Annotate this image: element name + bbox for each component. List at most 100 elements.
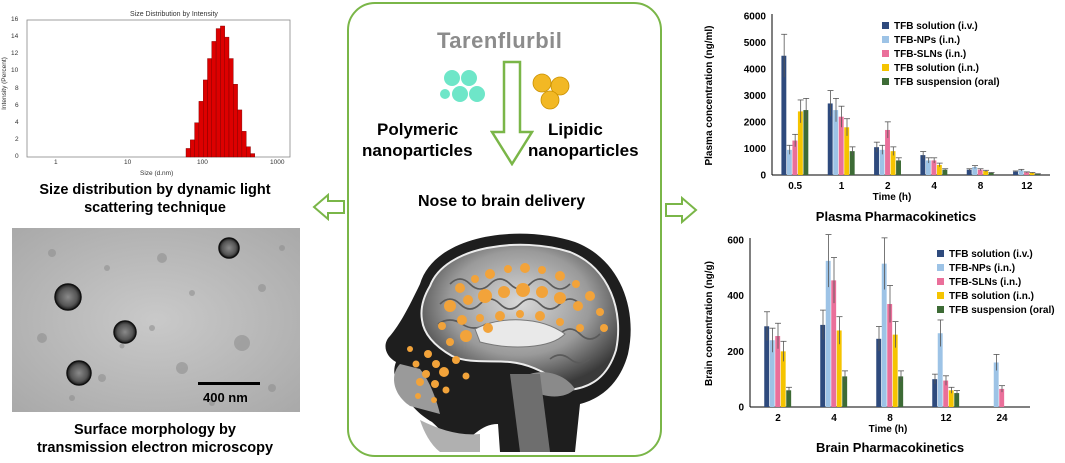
- plasma-bar: [936, 164, 942, 175]
- plasma-bar: [803, 110, 809, 175]
- lipidic-nanoparticles-icon: [532, 73, 570, 110]
- plasma-legend-label: TFB suspension (oral): [894, 77, 1000, 88]
- plasma-bar: [786, 149, 792, 175]
- brain-bar: [764, 326, 770, 407]
- brain-bar: [898, 376, 904, 407]
- brain-bar: [780, 351, 786, 407]
- brain-bar: [932, 379, 938, 407]
- tem-micrograph: [12, 228, 300, 412]
- dls-bar: [245, 146, 251, 158]
- dls-x-tick: 100: [197, 159, 208, 166]
- brain-bar: [954, 393, 960, 407]
- brain-bar: [948, 390, 954, 407]
- brain-x-tick: 4: [831, 413, 837, 424]
- polymeric-nanoparticles-icon: [440, 70, 485, 102]
- plasma-bar: [781, 55, 787, 175]
- plasma-y-tick: 4000: [744, 65, 767, 76]
- plasma-x-tick: 2: [885, 181, 891, 192]
- plasma-x-axis-label: Time (h): [873, 192, 912, 203]
- plasma-y-tick: 2000: [744, 118, 767, 129]
- tem-caption-line-2: transmission electron microscopy: [36, 440, 274, 456]
- dls-bar: [202, 79, 208, 158]
- dls-y-tick: 8: [15, 84, 19, 92]
- plasma-legend-swatch: [882, 78, 889, 85]
- plasma-x-tick: 8: [978, 181, 984, 192]
- brain-x-tick: 2: [775, 413, 781, 424]
- dls-chart: [26, 19, 291, 158]
- brain-bar: [876, 338, 882, 407]
- plasma-bar: [890, 151, 896, 175]
- brain-y-tick: 200: [727, 347, 744, 358]
- brain-y-tick: 0: [738, 403, 744, 414]
- dls-bar: [194, 122, 200, 158]
- plasma-bar: [942, 169, 948, 175]
- dls-bar: [215, 28, 221, 158]
- dls-bar: [190, 139, 195, 158]
- brain-x-tick: 24: [996, 413, 1008, 424]
- dls-x-tick: 10: [124, 159, 132, 166]
- dls-y-tick: 10: [11, 67, 19, 75]
- brain-legend-swatch: [937, 292, 944, 299]
- brain-legend-label: TFB-NPs (i.n.): [949, 263, 1015, 274]
- dls-chart-title: Size Distribution by Intensity: [130, 11, 218, 18]
- plasma-bar: [983, 171, 989, 175]
- brain-x-tick: 8: [887, 413, 893, 424]
- dls-bar: [237, 109, 243, 158]
- brain-bar: [786, 390, 792, 407]
- brain-mri-image: [385, 233, 631, 452]
- scale-bar-label: 400 nm: [203, 390, 248, 405]
- plasma-bar: [972, 167, 978, 175]
- dls-bar: [220, 25, 225, 158]
- plasma-chart-title: Plasma Pharmacokinetics: [816, 209, 976, 224]
- dls-bar: [241, 131, 247, 158]
- plasma-bar: [1018, 170, 1024, 175]
- brain-bar: [887, 304, 893, 407]
- plasma-legend-swatch: [882, 64, 889, 71]
- dls-x-tick: 1000: [270, 159, 285, 166]
- lipidic-label: Lipidic nanoparticles: [528, 120, 639, 160]
- plasma-bar: [920, 155, 926, 175]
- brain-bar: [881, 263, 887, 407]
- brain-bar: [825, 260, 831, 407]
- dls-bar: [207, 58, 213, 158]
- dls-caption-line-2: scattering technique: [84, 200, 226, 216]
- plasma-bar: [1035, 173, 1040, 175]
- dls-x-tick: 1: [54, 159, 58, 166]
- dls-bar: [224, 36, 230, 158]
- brain-bar: [937, 333, 943, 407]
- brain-bar: [892, 334, 898, 407]
- plasma-y-tick: 1000: [744, 144, 767, 155]
- dls-bar: [211, 41, 217, 158]
- plasma-y-tick: 0: [760, 171, 766, 182]
- plasma-bar: [925, 160, 931, 175]
- dls-y-tick: 16: [11, 16, 19, 23]
- plasma-legend-label: TFB solution (i.v.): [894, 21, 978, 32]
- dls-y-tick: 12: [11, 50, 19, 58]
- dls-bar: [228, 58, 234, 158]
- dls-y-tick: 0: [15, 153, 19, 160]
- plasma-bar: [879, 149, 885, 175]
- down-arrow-icon: [490, 60, 534, 166]
- dls-histogram-bars: [185, 25, 256, 158]
- brain-legend-label: TFB-SLNs (i.n.): [949, 277, 1021, 288]
- dls-x-axis-label: Size (d.nm): [140, 170, 174, 177]
- plasma-bar: [1029, 172, 1035, 175]
- brain-legend-swatch: [937, 264, 944, 271]
- tem-caption: Surface morphology by transmission elect…: [0, 421, 310, 457]
- dls-bar: [185, 148, 191, 158]
- plasma-x-tick: 1: [839, 181, 845, 192]
- plasma-bar: [1013, 171, 1018, 175]
- delivery-label: Nose to brain delivery: [418, 193, 586, 210]
- brain-legend-label: TFB solution (i.v.): [949, 249, 1033, 260]
- plasma-bar: [885, 129, 890, 175]
- plasma-bar: [988, 172, 994, 175]
- left-arrow-icon: [312, 193, 345, 221]
- brain-y-axis-label: Brain concentration (ng/g): [704, 261, 715, 386]
- plasma-x-tick: 4: [931, 181, 937, 192]
- plasma-y-tick: 3000: [744, 91, 767, 102]
- dls-caption: Size distribution by dynamic light scatt…: [0, 181, 310, 217]
- dls-y-axis-label: Intensity (Percent): [0, 57, 8, 110]
- plasma-y-tick: 6000: [744, 12, 767, 23]
- brain-legend-swatch: [937, 278, 944, 285]
